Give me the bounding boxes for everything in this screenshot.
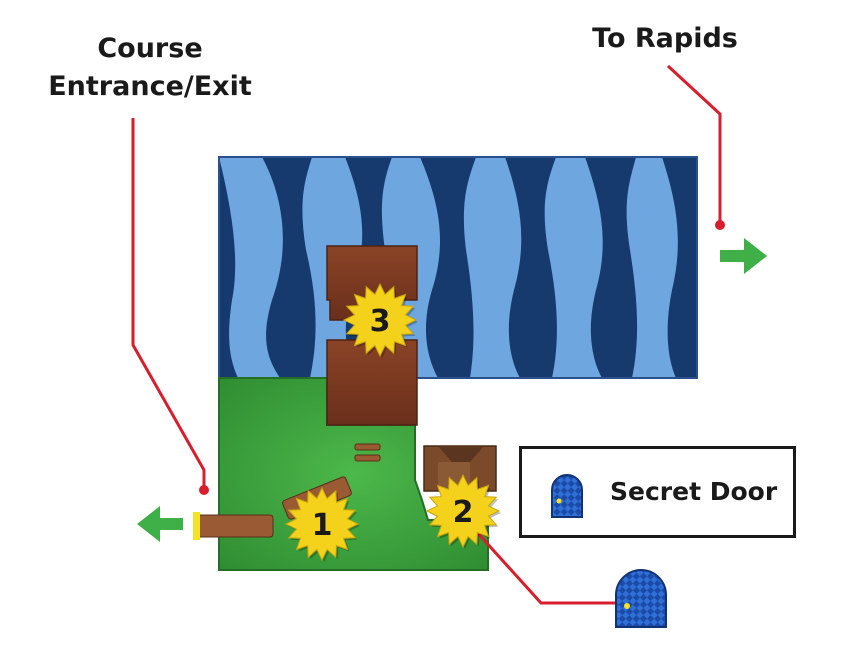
entrance-callout-dot — [199, 485, 209, 495]
legend: Secret Door — [519, 446, 796, 538]
marker-number: 2 — [453, 495, 474, 530]
secret-door-callout-line — [473, 528, 616, 605]
rapids-callout-line — [666, 64, 722, 225]
marker-3: 3 — [342, 282, 418, 358]
rapids-callout-dot — [715, 220, 725, 230]
entrance-callout-line — [131, 118, 206, 490]
entrance-label-line2: Entrance/Exit — [48, 71, 252, 102]
entrance-label-line1: Course — [97, 33, 203, 64]
marker-number: 3 — [370, 304, 391, 339]
secret-door-icon — [551, 474, 583, 518]
marker-star-icon — [425, 473, 501, 549]
exit-arrow-icon — [137, 506, 183, 542]
marker-star-icon — [342, 282, 418, 358]
marker-2: 2 — [425, 473, 501, 549]
rapids-label: To Rapids — [592, 23, 738, 54]
legend-label-secret-door: Secret Door — [610, 477, 778, 506]
wooden-crate — [423, 445, 497, 492]
markers: 1 2 3 — [284, 282, 501, 562]
secret-door-icon — [615, 569, 667, 628]
water-area — [218, 156, 698, 379]
marker-1: 1 — [284, 486, 360, 562]
entrance-marker — [193, 512, 200, 540]
marker-number: 1 — [312, 508, 333, 543]
rapids-arrow-icon — [720, 238, 767, 274]
entrance-label: Course Entrance/Exit — [40, 30, 260, 106]
marker-star-icon — [284, 486, 360, 562]
